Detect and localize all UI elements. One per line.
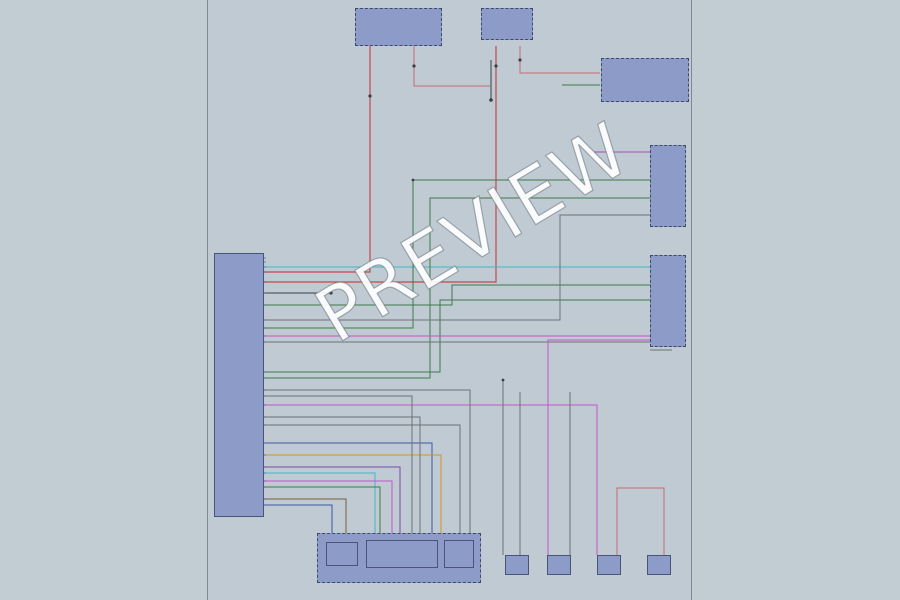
wire-gray-6	[262, 395, 413, 535]
wire-pink-top	[413, 46, 490, 87]
wire-green-3	[262, 284, 650, 306]
motor-sub-3	[444, 540, 474, 568]
wire-gray-5	[262, 389, 471, 535]
wire-green-1	[262, 179, 650, 329]
switch-module-top	[650, 145, 686, 227]
compressor-module	[601, 58, 689, 102]
wire-darkgreen-1	[262, 486, 381, 535]
wire-green-2	[262, 197, 650, 379]
motor-sub-2	[366, 540, 438, 568]
bottom-switch-2	[547, 555, 571, 575]
wire-pink-bottom	[616, 487, 665, 555]
wire-cyan-2	[262, 472, 376, 535]
wire-magenta-3	[262, 480, 393, 535]
wire-magenta-long	[262, 404, 598, 555]
bottom-switch-1	[505, 555, 529, 575]
wire-pink-right	[519, 46, 600, 74]
wire-purple-1	[262, 466, 401, 535]
wire-gray-3	[262, 416, 421, 535]
bottom-switch-3	[597, 555, 621, 575]
switch-module-mid	[650, 255, 686, 347]
wire-magenta-2	[547, 339, 650, 555]
motor-sub-1	[326, 542, 358, 566]
connector-dots	[329, 58, 522, 382]
wire-blue-1	[262, 442, 433, 535]
wire-orange-1	[262, 454, 442, 535]
wire-brown-1	[262, 498, 347, 535]
motor-assembly	[317, 533, 481, 583]
wire-gray-1	[262, 214, 650, 321]
fuse-block-1	[355, 8, 442, 46]
bottom-switch-4	[647, 555, 671, 575]
fuse-block-2	[481, 8, 533, 40]
wire-blue-2	[262, 504, 333, 535]
wire-red-2	[262, 46, 497, 283]
body-control-module	[214, 253, 264, 517]
wire-gray-4	[262, 424, 461, 535]
wire-red-1	[262, 46, 371, 273]
